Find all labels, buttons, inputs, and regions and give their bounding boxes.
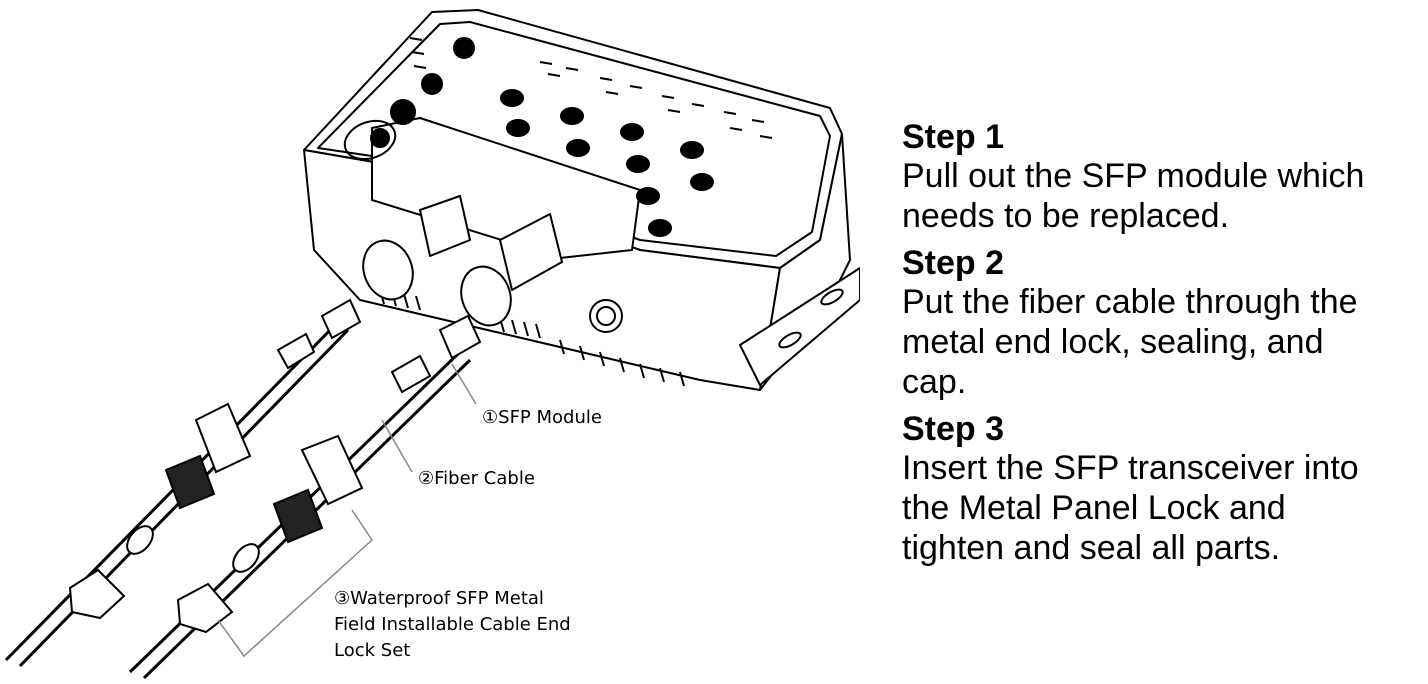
- step-title: Step 3: [902, 410, 1005, 448]
- installed-sfp-right: [499, 213, 563, 291]
- callout-waterproof-lock-set: ③Waterproof SFP Metal Field Installable …: [334, 586, 571, 664]
- step-description: Put the fiber cable through the metal en…: [902, 283, 1358, 401]
- cable-gland-inner: [596, 306, 616, 326]
- panel-button: [390, 99, 416, 125]
- callout-line: ③Waterproof SFP Metal: [334, 588, 544, 609]
- cable-gland: [589, 299, 623, 333]
- callout-line: Field Installable Cable End: [334, 614, 571, 635]
- callout-sfp-module: ①SFP Module: [482, 407, 602, 428]
- bracket-hole: [820, 288, 844, 306]
- step-2: Step 2 Put the fiber cable through the m…: [902, 244, 1422, 402]
- step-1: Step 1 Pull out the SFP module which nee…: [902, 118, 1422, 236]
- status-leds: [409, 37, 773, 139]
- step-3: Step 3 Insert the SFP transceiver into t…: [902, 410, 1422, 568]
- panel-button: [421, 73, 443, 95]
- step-title: Step 2: [902, 244, 1005, 282]
- sfp-cap-left: [362, 239, 414, 301]
- sfp-module: [438, 314, 482, 360]
- installed-sfp-left: [419, 195, 471, 257]
- bracket-hole: [778, 331, 802, 349]
- panel-button: [370, 128, 390, 148]
- device-illustration: [4, 9, 860, 680]
- cable-assembly-left: [4, 298, 362, 668]
- sfp-port-bay: [371, 117, 641, 259]
- callout-line: Lock Set: [334, 640, 411, 661]
- port-holes: [500, 89, 714, 237]
- cable-assembly-right: [128, 314, 482, 680]
- steps-panel: Step 1 Pull out the SFP module which nee…: [902, 118, 1422, 576]
- leader-lines: [217, 363, 477, 658]
- sfp-cap-right: [460, 265, 512, 327]
- mounting-bracket: [739, 267, 860, 386]
- callout-fiber-cable: ②Fiber Cable: [418, 468, 535, 489]
- step-description: Insert the SFP transceiver into the Meta…: [902, 449, 1359, 567]
- panel-button: [343, 119, 397, 161]
- step-title: Step 1: [902, 118, 1005, 156]
- step-description: Pull out the SFP module which needs to b…: [902, 157, 1365, 235]
- panel-button: [453, 37, 475, 59]
